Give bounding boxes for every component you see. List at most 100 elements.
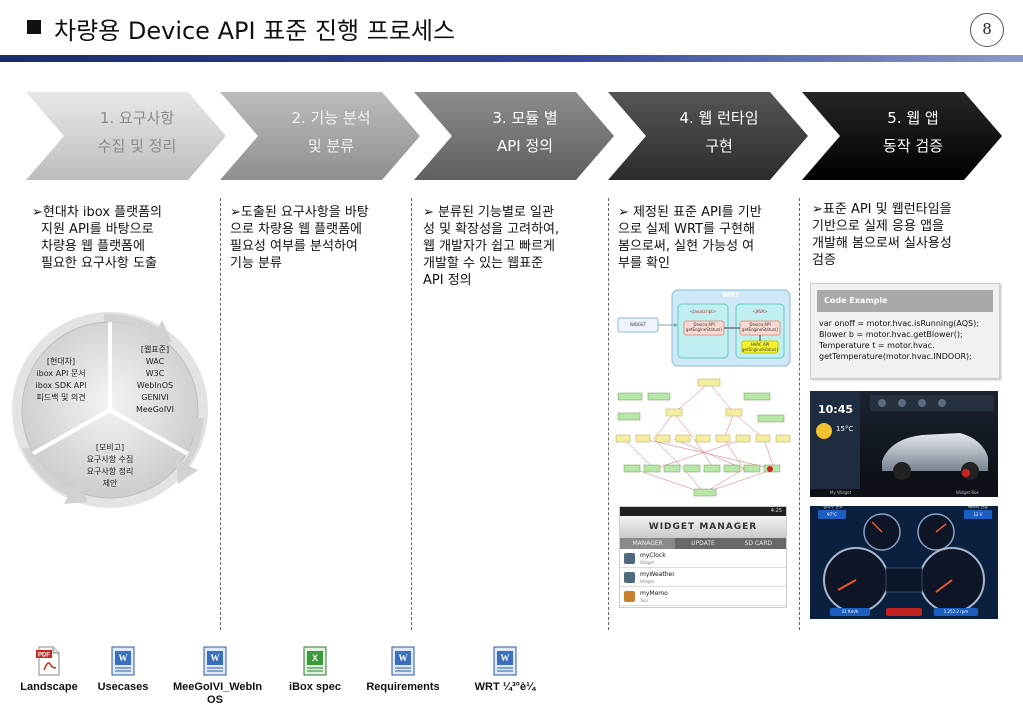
wrt-device-api-left: Device API getEngineStatus() bbox=[684, 322, 724, 332]
widget-list-item: myClock Widget bbox=[620, 549, 786, 568]
wrt-title: WRT bbox=[722, 291, 740, 299]
wrt-javascript-label: <Javascript> bbox=[689, 309, 717, 314]
desc-2-line: 기능 분류 bbox=[230, 256, 282, 271]
desc-4-line: 부를 확인 bbox=[618, 256, 670, 271]
tab-update: UPDATE bbox=[691, 540, 715, 547]
widget-item-type: Tool bbox=[640, 598, 648, 603]
cycle-webstandard-line: WebInOS bbox=[136, 381, 174, 390]
tab-sd-card: SD CARD bbox=[744, 540, 773, 547]
widget-item-name: myClock bbox=[640, 552, 666, 559]
desc-3-line: API 정의 bbox=[423, 273, 472, 288]
widget-item-name: myMemo bbox=[640, 590, 668, 597]
car-infotainment-screenshot: 10:45 15°C My Widget Widget Box bbox=[810, 391, 998, 497]
svg-text:W: W bbox=[399, 653, 408, 663]
attachment-label: iBox spec bbox=[289, 681, 341, 693]
attachment-meegoivi-webinos[interactable]: W MeeGoIVI_WebIn OS bbox=[160, 646, 270, 707]
attachment-label: Usecases bbox=[97, 681, 149, 693]
slide-header: 차량용 Device API 표준 진행 프로세스 8 bbox=[0, 0, 1023, 62]
column-divider-4 bbox=[799, 198, 800, 630]
cycle-mobile-line: 요구사항 수집 bbox=[86, 455, 134, 464]
code-line: Temperature t = motor.hvac. bbox=[819, 341, 935, 350]
desc-4-line: ➢ 제정된 표준 API를 기반 bbox=[618, 205, 762, 220]
requirements-cycle-diagram: [현대차] ibox API 문서 ibox SDK API 피드백 및 의견 … bbox=[8, 308, 212, 512]
desc-2-line: 필요성 여부를 분석하여 bbox=[230, 239, 358, 254]
widget-manager-screenshot: 4:25 WIDGET MANAGER MANAGER UPDATE SD CA… bbox=[619, 506, 787, 608]
cycle-hyundai-line: [현대차] bbox=[46, 357, 76, 366]
code-line: var onoff = motor.hvac.isRunning(AQS); bbox=[819, 319, 979, 328]
desc-1-line: 지원 API를 바탕으로 bbox=[41, 222, 154, 237]
chevron-shapes bbox=[26, 92, 1002, 180]
code-example-header: Code Example bbox=[817, 290, 993, 312]
word-file-icon: W bbox=[203, 646, 227, 676]
cycle-mobile-line: 요구사항 정리 bbox=[86, 467, 134, 476]
page-title: 차량용 Device API 표준 진행 프로세스 bbox=[54, 17, 456, 45]
code-line: Blower b = motor.hvac.getBlower(); bbox=[819, 330, 963, 339]
attachment-landscape[interactable]: PDF Landscape bbox=[0, 646, 104, 694]
weather-widget-icon bbox=[624, 572, 635, 583]
code-example-card: Code Example var onoff = motor.hvac.isRu… bbox=[810, 283, 1000, 379]
cycle-webstandard-line: MeeGoIVI bbox=[135, 405, 175, 414]
widget-item-type: Widget bbox=[640, 560, 655, 565]
process-chevrons: 1. 요구사항 수집 및 정리 2. 기능 분석 및 분류 3. 모듈 별 AP… bbox=[26, 92, 1023, 180]
step-3-line-2: API 정의 bbox=[496, 137, 554, 155]
attachment-ibox-spec[interactable]: X iBox spec bbox=[260, 646, 370, 694]
attachment-label: MeeGoIVI_WebIn OS bbox=[173, 681, 263, 706]
wrt-device-api-name: Device API bbox=[749, 322, 771, 327]
wrt-hvac-api-method: getEngineStatus() bbox=[742, 347, 779, 352]
step-4-description: ➢ 제정된 표준 API를 기반 으로 실제 WRT를 구현해 봄으로써, 실현… bbox=[618, 204, 794, 272]
desc-5-line: ➢표준 API 및 웹런타임을 bbox=[812, 202, 952, 217]
wrt-java-label: <JAVA> bbox=[752, 309, 768, 314]
wrt-device-api-right: Device API getEngineStatus() bbox=[740, 322, 780, 332]
gauge-dashboard-screenshot: 냉각수 온도 97°C 배터리 전압 12 V 31 Km/h 1,252.2 … bbox=[810, 504, 998, 619]
step-1-description: ➢현대차 ibox 플랫폼의 지원 API를 바탕으로 차량용 웹 플랫폼에 필… bbox=[32, 204, 214, 272]
widget-list-item: myMemo Tool bbox=[620, 587, 786, 606]
desc-5-line: 개발해 봄으로써 실사용성 bbox=[812, 236, 952, 251]
car-screen-left-caption: My Widget bbox=[830, 490, 852, 495]
step-4-line-2: 구현 bbox=[705, 137, 733, 155]
attachment-label: WRT ¼³°è¼­ bbox=[474, 681, 536, 693]
tab-manager: MANAGER bbox=[620, 538, 676, 549]
attachment-usecases[interactable]: W Usecases bbox=[68, 646, 178, 694]
desc-2-line: 으로 차량용 웹 플랫폼에 bbox=[230, 222, 362, 237]
chevron-step-4 bbox=[608, 92, 808, 180]
chevron-step-2 bbox=[220, 92, 420, 180]
cycle-webstandard-line: W3C bbox=[145, 369, 165, 378]
step-3-label: 3. 모듈 별 API 정의 bbox=[450, 104, 600, 160]
svg-text:W: W bbox=[501, 653, 510, 663]
class-graph-graphic bbox=[615, 378, 791, 497]
pdf-file-icon: PDF bbox=[36, 646, 60, 676]
word-file-icon: W bbox=[493, 646, 517, 676]
cycle-hyundai-label: [현대차] ibox API 문서 ibox SDK API 피드백 및 의견 bbox=[18, 356, 104, 404]
desc-2-line: ➢도출된 요구사항을 바탕 bbox=[230, 205, 369, 220]
desc-3-line: 성 및 확장성을 고려하여, bbox=[423, 222, 560, 237]
car-screen-graphic bbox=[810, 391, 998, 497]
wrt-hvac-api: HVAC API getEngineStatus() bbox=[742, 342, 778, 352]
cycle-webstandard-line: [웹표준] bbox=[140, 345, 170, 354]
svg-text:W: W bbox=[211, 653, 220, 663]
column-divider-1 bbox=[220, 198, 221, 630]
widget-manager-title: WIDGET MANAGER bbox=[620, 516, 786, 538]
cycle-hyundai-line: 피드백 및 의견 bbox=[36, 393, 86, 402]
wrt-device-api-name: Device API bbox=[693, 322, 715, 327]
step-5-description: ➢표준 API 및 웹런타임을 기반으로 실제 응용 앱을 개발해 봄으로써 실… bbox=[812, 201, 1012, 269]
widget-item-name: myWeather bbox=[640, 571, 675, 578]
cycle-graphic bbox=[12, 312, 208, 508]
coolant-temp-label: 냉각수 온도 bbox=[823, 504, 843, 509]
widget-manager-tabs: MANAGER UPDATE SD CARD bbox=[620, 538, 786, 549]
cycle-mobile-line: [모비고] bbox=[95, 443, 125, 452]
attachment-requirements[interactable]: W Requirements bbox=[348, 646, 458, 694]
desc-1-line: 필요한 요구사항 도출 bbox=[41, 256, 157, 271]
desc-4-line: 봄으로써, 실현 가능성 여 bbox=[618, 239, 755, 254]
wrt-device-api-method: getEngineStatus() bbox=[741, 327, 779, 332]
desc-5-line: 검증 bbox=[812, 253, 836, 268]
step-5-line-1: 5. 웹 앱 bbox=[887, 109, 939, 127]
step-5-label: 5. 웹 앱 동작 검증 bbox=[838, 104, 988, 160]
wrt-diagram-graphic bbox=[617, 289, 791, 367]
word-file-icon: W bbox=[111, 646, 135, 676]
cycle-hyundai-line: ibox SDK API bbox=[35, 381, 87, 390]
cycle-hyundai-line: ibox API 문서 bbox=[36, 369, 86, 378]
wrt-device-api-method: getEngineStatus() bbox=[685, 327, 723, 332]
desc-4-line: 으로 실제 WRT를 구현해 bbox=[618, 222, 755, 237]
attachment-wrt-design[interactable]: W WRT ¼³°è¼­ bbox=[450, 646, 560, 694]
speed-readout: 31 Km/h bbox=[841, 609, 859, 614]
